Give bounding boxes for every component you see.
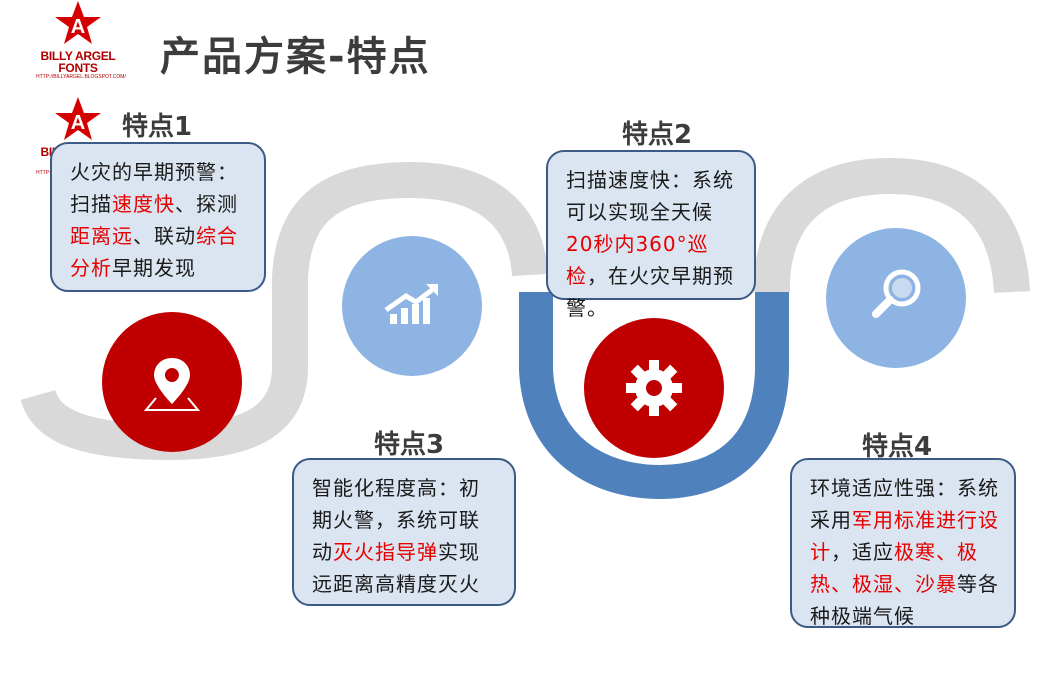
gear-circle xyxy=(584,318,724,458)
magnifier-icon xyxy=(872,269,921,318)
road-segment-gray xyxy=(20,161,548,461)
highlight-text: 极寒、极热、极湿、沙暴 xyxy=(810,540,978,596)
svg-text:A: A xyxy=(71,112,85,134)
feature-text: ，适应 xyxy=(831,540,894,564)
growth-chart-icon xyxy=(384,284,438,324)
feature-2-box: 扫描速度快：系统可以实现全天候 20秒内360°巡检，在火灾早期预警。 xyxy=(546,150,756,320)
location-pin-icon xyxy=(143,358,201,411)
highlight-text: 分析 xyxy=(70,256,112,280)
highlight-text: 速度快 xyxy=(112,192,175,216)
growth-circle xyxy=(342,236,482,376)
feature-text: 实现远距离高精度灭火 xyxy=(312,540,480,596)
feature-3-title: 特点3 xyxy=(374,430,445,460)
feature-2-title: 特点2 xyxy=(622,120,693,150)
feature-text: 智能化程度高：初期火警，系统可联动 xyxy=(312,476,480,564)
feature-text: 扫描速度快：系统可以实现全天候 xyxy=(566,168,734,224)
feature-1-title: 特点1 xyxy=(122,112,193,142)
feature-text: 、探测 xyxy=(175,192,238,216)
feature-text: 早期发现 xyxy=(112,256,196,280)
page-title: 产品方案-特点 xyxy=(160,34,431,80)
logo-url: HTTP://BILLYARGEL.BLOGSPOT.COM/ xyxy=(36,74,126,80)
feature-4-box: 环境适应性强：系统采用军用标准进行设计，适应极寒、极热、极湿、沙暴等各种极端气候 xyxy=(790,458,1016,628)
feature-3-box: 智能化程度高：初期火警，系统可联动灭火指导弹实现远距离高精度灭火 xyxy=(292,458,516,606)
feature-text: 火灾的早期预警： xyxy=(70,160,238,184)
star-logo-icon: A xyxy=(55,97,101,140)
road-segment-blue xyxy=(519,292,789,500)
highlight-text: 距离远 xyxy=(70,224,133,248)
star-logo-icon: A xyxy=(55,1,101,44)
highlight-text: 军用标准进行设计 xyxy=(810,508,999,564)
logo-top: A BILLY ARGEL FONTS HTTP://BILLYARGEL.BL… xyxy=(36,0,126,80)
location-circle xyxy=(102,312,242,452)
gear-icon xyxy=(626,360,682,416)
feature-text: 等各种极端气候 xyxy=(810,572,999,628)
highlight-text: 灭火指导弹 xyxy=(333,540,438,564)
feature-text: 环境适应性强：系统采用 xyxy=(810,476,999,532)
feature-text: 、联动 xyxy=(133,224,196,248)
logo-brand: BILLY ARGEL FONTS xyxy=(40,49,116,75)
highlight-text: 综合 xyxy=(196,224,238,248)
feature-1-box: 火灾的早期预警： 扫描速度快、探测距离远、联动综合分析早期发现 xyxy=(50,142,266,292)
svg-text:A: A xyxy=(71,16,85,38)
feature-text: 扫描 xyxy=(70,192,112,216)
feature-text: ，在火灾早期预警。 xyxy=(566,264,734,320)
highlight-text: 20秒内360°巡检 xyxy=(566,232,709,288)
feature-4-title: 特点4 xyxy=(862,432,933,462)
road-segment-gray-right xyxy=(754,157,1030,294)
search-circle xyxy=(826,228,966,368)
